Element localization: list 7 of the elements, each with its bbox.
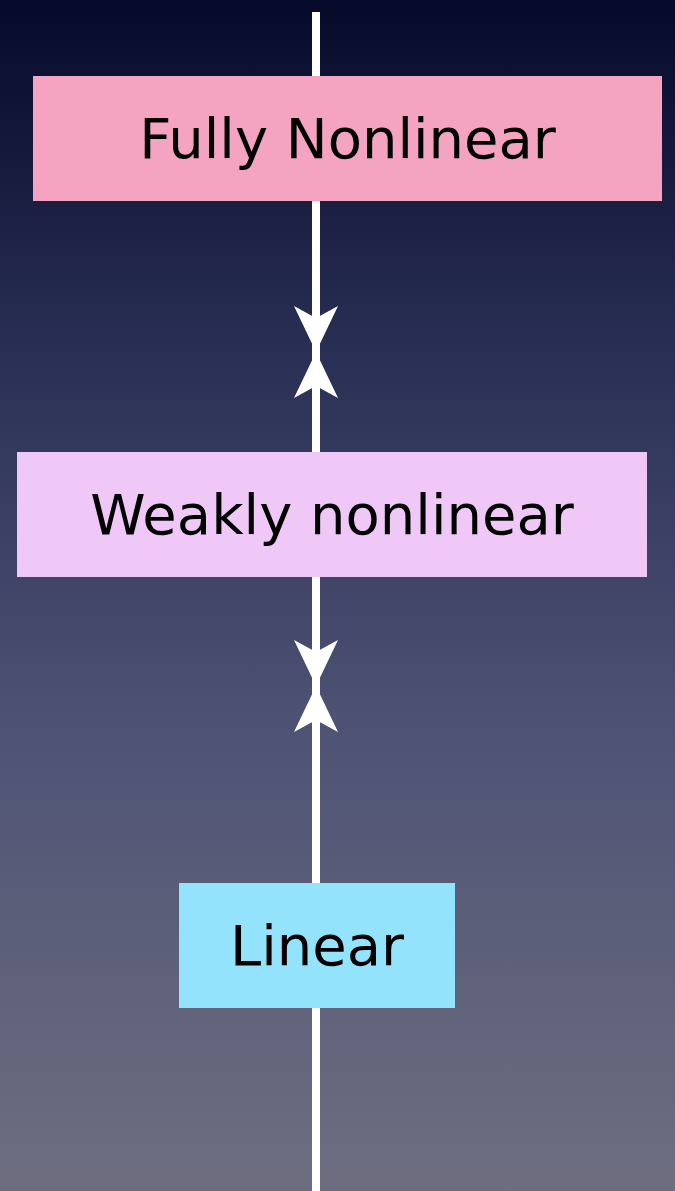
box-label: Linear xyxy=(229,913,404,978)
process-box xyxy=(17,452,647,577)
box-label: Weakly nonlinear xyxy=(90,482,574,547)
box-label: Fully Nonlinear xyxy=(139,106,556,171)
process-box xyxy=(33,76,662,201)
connector-line xyxy=(312,1008,320,1191)
process-box xyxy=(179,883,455,1008)
